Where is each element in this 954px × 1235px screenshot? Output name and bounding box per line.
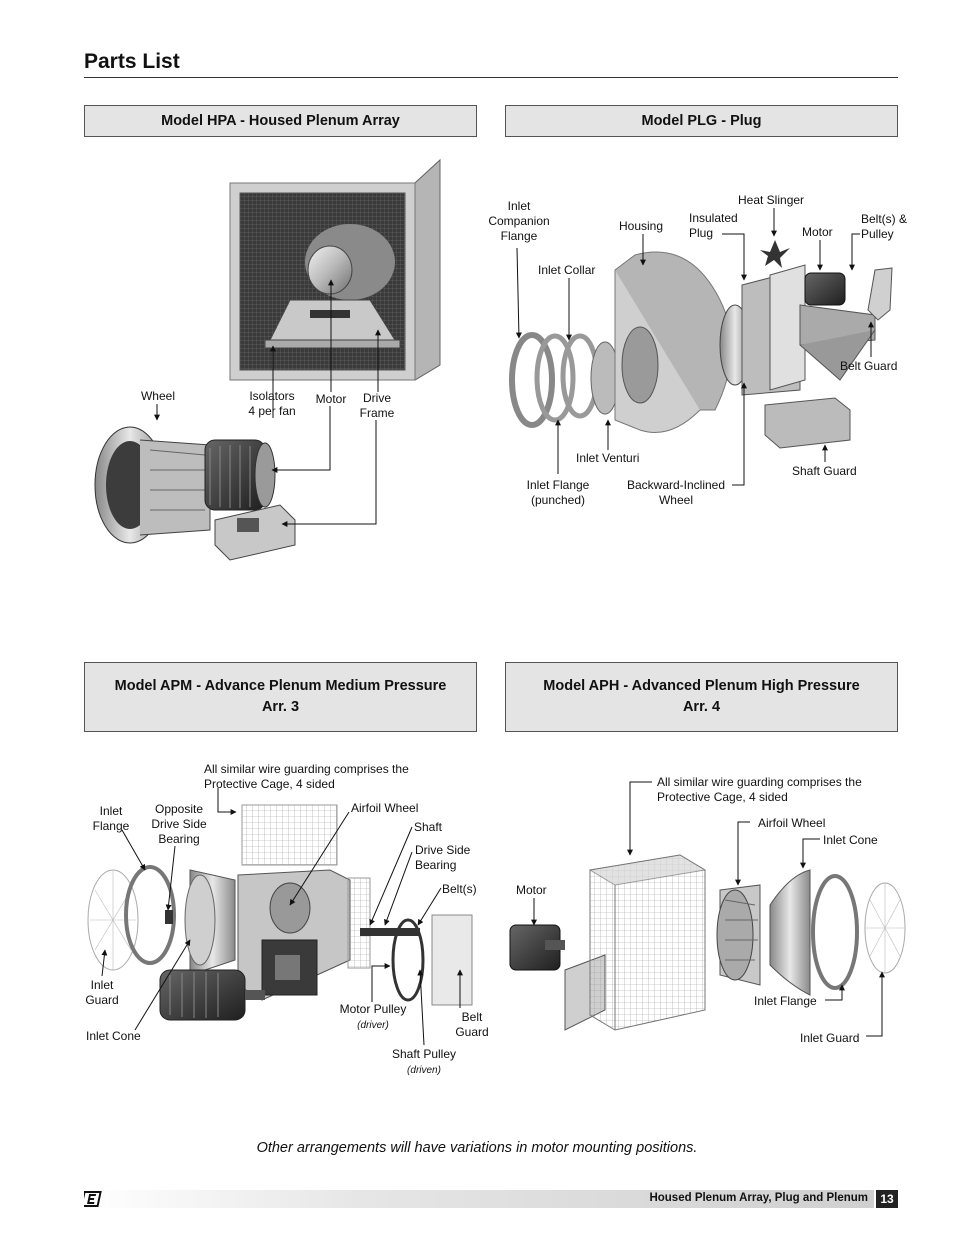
hpa-leader-lines: [154, 279, 381, 527]
plg-label-belt-guard: Belt Guard: [840, 359, 898, 373]
hpa-label-isolators: Isolators 4 per fan: [248, 389, 296, 418]
aph-label-cage-note: All similar wire guarding comprises the …: [657, 775, 862, 804]
aph-illustration: [509, 854, 906, 1031]
apm-label-inlet-cone: Inlet Cone: [86, 1029, 141, 1043]
plg-label-inlet-flange-punched: Inlet Flange (punched): [526, 478, 590, 507]
aph-label-inlet-guard: Inlet Guard: [800, 1031, 860, 1045]
plg-label-inlet-venturi: Inlet Venturi: [576, 451, 640, 465]
apm-label-opposite-bearing: Opposite Drive Side Bearing: [151, 802, 207, 846]
hpa-housing-illustration: [229, 158, 441, 381]
hpa-label-motor: Motor: [315, 392, 347, 406]
aph-heading-line2: Arr. 4: [682, 699, 721, 715]
apm-label-airfoil-wheel: Airfoil Wheel: [351, 801, 419, 815]
aph-leader-lines: [531, 781, 885, 1037]
plg-label-backward-inclined-wheel: Backward-Inclined Wheel: [626, 478, 726, 507]
apm-label-belts: Belt(s): [442, 882, 477, 896]
plg-label-inlet-companion-flange: Inlet Companion Flange: [488, 199, 550, 243]
hpa-wheel-motor-illustration: [94, 426, 296, 561]
plg-leader-lines: [515, 208, 874, 486]
aph-label-inlet-flange: Inlet Flange: [754, 994, 817, 1008]
footnote: Other arrangements will have variations …: [256, 1140, 698, 1156]
footer-title: Housed Plenum Array, Plug and Plenum: [649, 1192, 868, 1204]
hpa-label-drive-frame: Drive Frame: [359, 391, 395, 420]
apm-label-motor-pulley: Motor Pulley: [339, 1002, 407, 1016]
aph-heading-line1: Model APH - Advanced Plenum High Pressur…: [543, 678, 860, 694]
footer-bar: [84, 1190, 874, 1208]
apm-label-cage-note: All similar wire guarding comprises the …: [204, 762, 409, 791]
apm-label-belt-guard: Belt Guard: [455, 1010, 489, 1039]
plg-label-heat-slinger: Heat Slinger: [738, 193, 805, 207]
page-number: 13: [876, 1190, 898, 1208]
hpa-heading: Model HPA - Housed Plenum Array: [84, 105, 477, 137]
plg-heading-text: Model PLG - Plug: [641, 112, 762, 129]
brand-logo-icon: [84, 1191, 102, 1207]
apm-heading-line2: Arr. 3: [261, 699, 300, 715]
plg-label-housing: Housing: [619, 219, 664, 233]
aph-label-airfoil-wheel: Airfoil Wheel: [758, 816, 826, 830]
apm-label-shaft-pulley: Shaft Pulley: [391, 1047, 457, 1061]
apm-label-drive-side-bearing: Drive Side Bearing: [415, 843, 471, 872]
aph-label-inlet-cone: Inlet Cone: [823, 833, 878, 847]
apm-leader-lines: [101, 788, 463, 1046]
hpa-heading-text: Model HPA - Housed Plenum Array: [161, 112, 400, 129]
apm-label-motor-pulley-sub: (driver): [357, 1020, 389, 1031]
page-title: Parts List: [84, 50, 180, 73]
plg-label-insulated-plug: Insulated Plug: [689, 211, 738, 240]
plg-label-inlet-collar: Inlet Collar: [538, 263, 596, 277]
plg-label-motor: Motor: [802, 225, 833, 239]
apm-heading-line1: Model APM - Advance Plenum Medium Pressu…: [114, 678, 447, 694]
plg-illustration: [509, 240, 893, 449]
apm-label-inlet-flange: Inlet Flange: [92, 804, 130, 833]
plg-heading: Model PLG - Plug: [505, 105, 898, 137]
aph-heading: Model APH - Advanced Plenum High Pressur…: [505, 662, 898, 732]
apm-label-shaft-pulley-sub: (driven): [407, 1065, 441, 1076]
title-rule: [84, 77, 898, 78]
plg-label-belts-pulley: Belt(s) & Pulley: [861, 212, 908, 241]
apm-label-inlet-guard: Inlet Guard: [85, 978, 119, 1007]
apm-illustration: [87, 804, 473, 1021]
aph-label-motor: Motor: [516, 883, 547, 897]
plg-label-shaft-guard: Shaft Guard: [792, 464, 857, 478]
hpa-label-wheel: Wheel: [140, 389, 175, 403]
apm-label-shaft: Shaft: [414, 820, 443, 834]
apm-heading: Model APM - Advance Plenum Medium Pressu…: [84, 662, 477, 732]
